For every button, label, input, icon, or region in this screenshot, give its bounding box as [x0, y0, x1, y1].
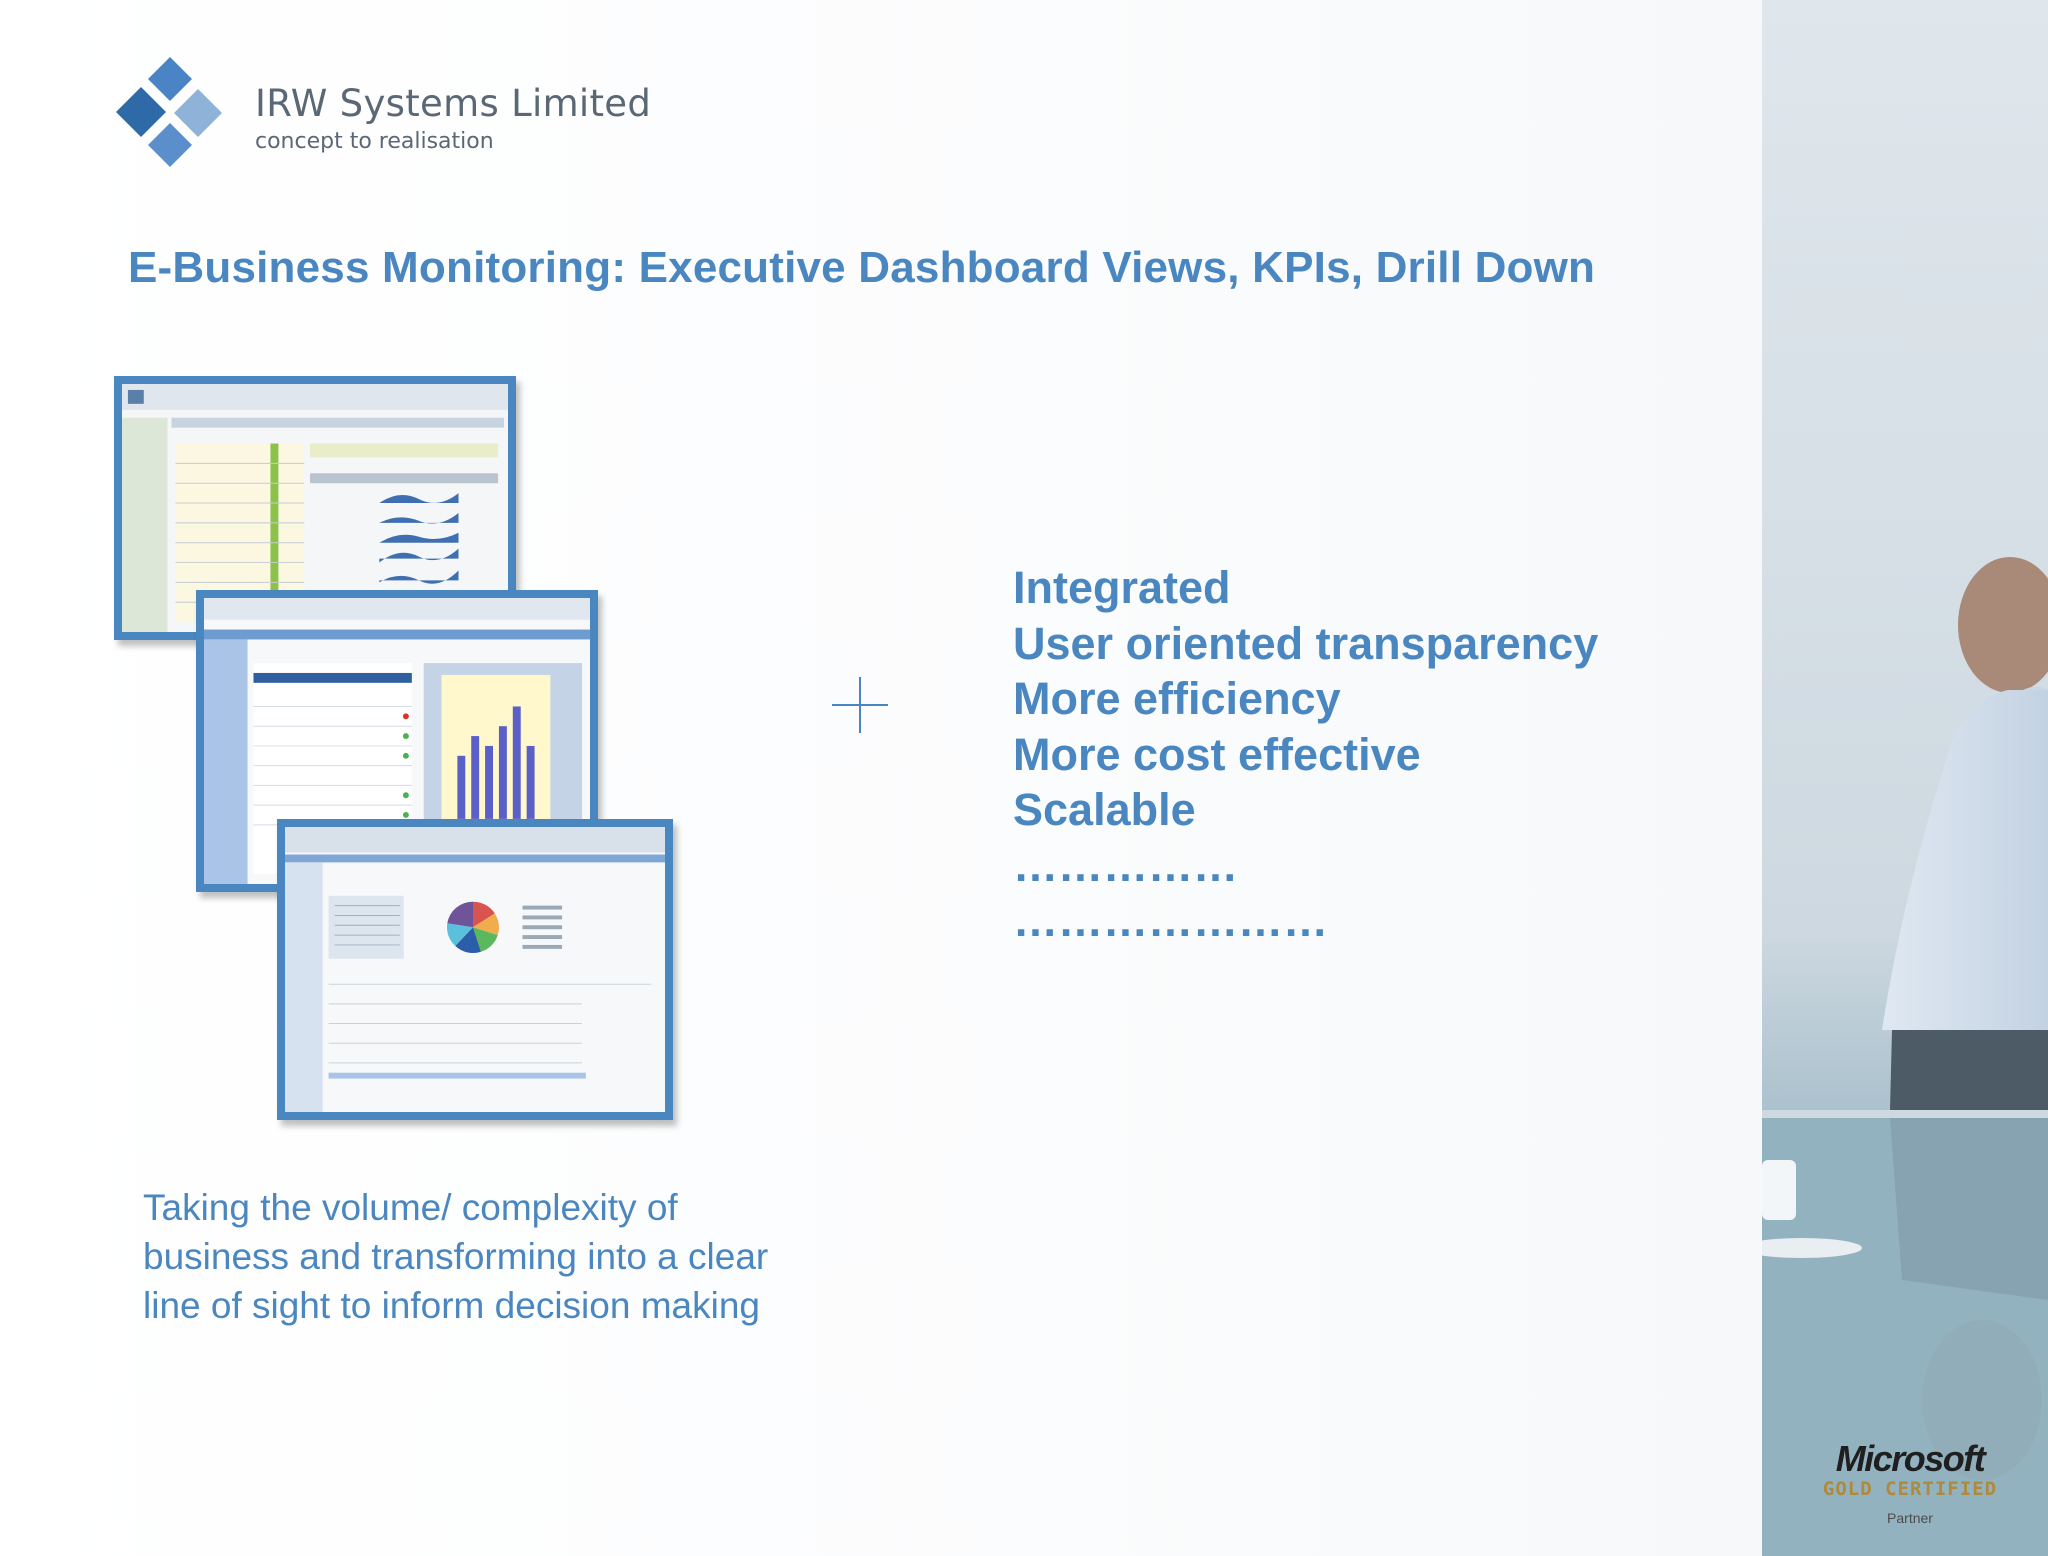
plus-icon: [832, 677, 888, 733]
dashboard-screenshot-3: [277, 819, 673, 1120]
dashboard-screenshot-1: [114, 376, 516, 640]
photo-panel: [1762, 0, 2048, 1556]
business-person-photo: [1762, 557, 2048, 1556]
slide-title: E-Business Monitoring: Executive Dashboa…: [128, 243, 1596, 292]
microsoft-partner-badge: Microsoft GOLD CERTIFIED Partner: [1820, 1438, 2000, 1526]
irw-logo-icon: [116, 57, 222, 167]
gold-certified-label: GOLD CERTIFIED: [1822, 1478, 1998, 1500]
company-name: IRW Systems Limited: [255, 82, 652, 125]
list-item: …………………: [1013, 895, 1328, 946]
caption-text: Taking the volume/ complexity of busines…: [143, 1187, 769, 1326]
company-tagline: concept to realisation: [255, 129, 494, 154]
list-item: Scalable: [1013, 784, 1196, 835]
list-item: More cost effective: [1013, 728, 1421, 780]
list-item: ……………: [1013, 839, 1238, 891]
benefits-list: Integrated User oriented transparency Mo…: [1013, 560, 1598, 949]
brand-block: IRW Systems Limited concept to realisati…: [255, 82, 651, 154]
list-item: More efficiency: [1013, 673, 1341, 724]
partner-label: Partner: [1887, 1510, 1933, 1526]
list-item: Integrated: [1013, 562, 1231, 613]
slide: IRW Systems Limited concept to realisati…: [0, 0, 1762, 1556]
microsoft-logo: Microsoft: [1835, 1438, 1986, 1479]
list-item: User oriented transparency: [1013, 617, 1599, 669]
